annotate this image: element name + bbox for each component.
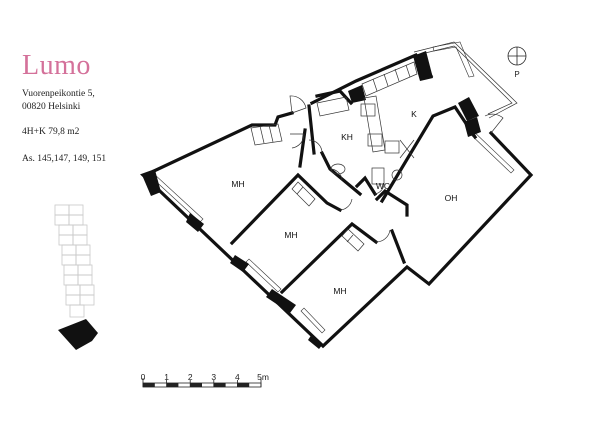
north-arrow-icon: P [507,46,527,79]
room-label-kitchen: K [411,109,417,119]
room-label-living-room: OH [445,193,458,203]
building-key-plan [54,204,98,350]
interior-walls [229,89,409,295]
apartment-numbers: As. 145,147, 149, 151 [22,154,107,164]
door-swings [289,95,504,243]
scale-tick-4: 4 [235,372,240,382]
structural-columns [142,51,481,349]
key-plan-highlight [58,319,98,350]
room-label-bedroom-3: MH [333,286,346,296]
scale-tick-2: 2 [188,372,193,382]
address-street: Vuorenpeikontie 5, [22,89,95,99]
balcony [413,41,518,119]
room-label-bathroom: KH [341,132,353,142]
bathroom-fixtures [316,96,415,185]
compass-label: P [514,70,519,79]
scale-tick-5m: 5m [257,372,269,382]
apartment-type: 4H+K 79,8 m2 [22,127,80,137]
windows [149,41,515,334]
brand-logo: Lumo [22,50,91,81]
address: Vuorenpeikontie 5, 00820 Helsinki [22,88,95,113]
address-postcode: 00820 Helsinki [22,101,81,112]
kitchen-counter [361,61,418,153]
scale-tick-0: 0 [141,372,146,382]
room-label-bedroom-1: MH [231,179,244,189]
room-label-wc: WC [376,181,390,191]
scale-tick-3: 3 [211,372,216,382]
room-label-bedroom-2: MH [284,230,297,240]
scale-bar: 0 1 2 3 4 5m [141,372,269,388]
wardrobes [250,123,365,252]
scale-tick-1: 1 [164,372,169,382]
